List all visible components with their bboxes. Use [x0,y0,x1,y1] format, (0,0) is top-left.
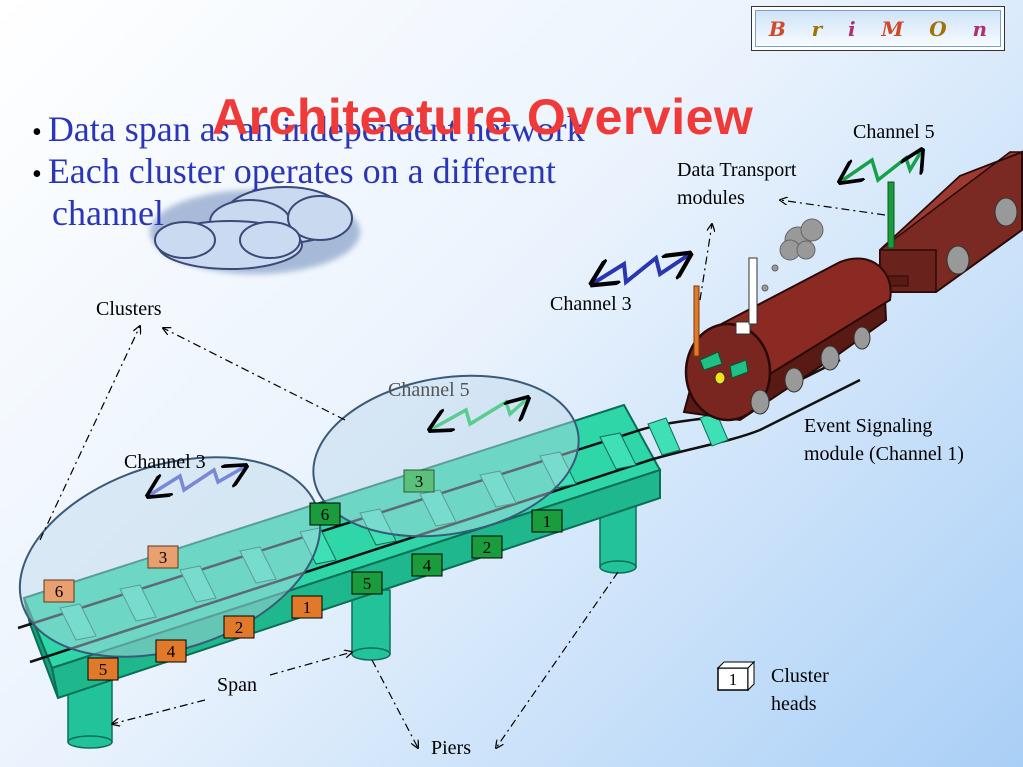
svg-text:5: 5 [99,660,108,679]
pointer-piers-mid [371,659,418,748]
label-channel5-top: Channel 5 [853,121,935,143]
node-orange-3: 3 [147,545,179,569]
logo-letter: M [881,16,904,41]
pointer-clusters-left [39,326,140,541]
pointer-channel3 [699,224,712,301]
label-clusters: Clusters [96,298,162,320]
railway-sleepers [59,411,729,641]
node-orange-6: 6 [43,579,75,603]
pointer-clusters-right [163,328,346,421]
svg-text:4: 4 [423,556,432,575]
label-channel3-mid: Channel 3 [550,293,632,315]
bullet-item: •Each cluster operates on a different [32,151,556,191]
pointer-span-left [112,699,206,724]
svg-text:5: 5 [363,574,372,593]
svg-text:3: 3 [415,472,424,491]
pointer-piers-right [496,571,619,748]
svg-text:6: 6 [321,505,330,524]
label-piers: Piers [431,737,471,759]
svg-text:1: 1 [303,598,312,617]
bullet-list: •Data span as an independent network •Ea… [32,110,585,232]
bullet-continuation: channel [52,193,164,233]
pointer-data-transport [780,200,886,216]
label-event-signaling-module: module (Channel 1) [804,443,964,465]
svg-text:3: 3 [159,548,168,567]
svg-text:1: 1 [729,670,738,689]
label-span: Span [217,674,257,696]
svg-text:4: 4 [167,642,176,661]
logo-letter: O [929,16,947,41]
brimon-logo: B r i M O n [751,6,1005,51]
svg-text:2: 2 [235,618,244,637]
svg-text:1: 1 [543,512,552,531]
logo-letter: n [972,16,988,41]
node-orange-2: 2 [223,615,255,639]
label-data-transport-modules: modules [677,187,745,209]
orange-cluster-nodes: 6 3 5 4 2 1 [43,545,323,681]
page-title: Architecture Overview [212,89,754,145]
logo-letter: i [847,16,856,41]
node-orange-4: 4 [155,639,187,663]
node-green-2: 2 [471,535,503,559]
green-cluster-nodes: 6 3 5 4 2 1 [309,469,563,595]
label-cluster-heads: Cluster [771,665,829,687]
label-channel3-cluster: Channel 3 [124,451,206,473]
node-green-4: 4 [411,553,443,577]
svg-text:2: 2 [483,538,492,557]
legend-cluster-head: 1 [716,660,756,692]
cloud-icon [150,186,360,274]
logo-letter: B [768,16,786,41]
train [682,150,1023,422]
node-orange-5: 5 [87,657,119,681]
node-green-6: 6 [309,502,341,526]
node-orange-1: 1 [291,595,323,619]
node-green-5: 5 [351,571,383,595]
label-channel5-cluster: Channel 5 [388,379,470,401]
cluster-channel-3-zigzag-icon [148,466,246,496]
node-green-1: 1 [531,509,563,533]
svg-text:6: 6 [55,582,64,601]
channel-3-zigzag-icon [592,254,690,284]
label-event-signaling: Event Signaling [804,415,933,437]
bullet-item: •Data span as an independent network [32,109,585,149]
label-cluster-heads-2: heads [771,693,817,715]
cluster-channel-5-zigzag-icon [430,398,528,430]
channel-5-zigzag-icon [840,150,922,182]
logo-letter: r [811,16,823,41]
node-green-3: 3 [403,469,435,493]
label-data-transport: Data Transport [677,159,797,181]
pointer-span-right [269,652,352,676]
